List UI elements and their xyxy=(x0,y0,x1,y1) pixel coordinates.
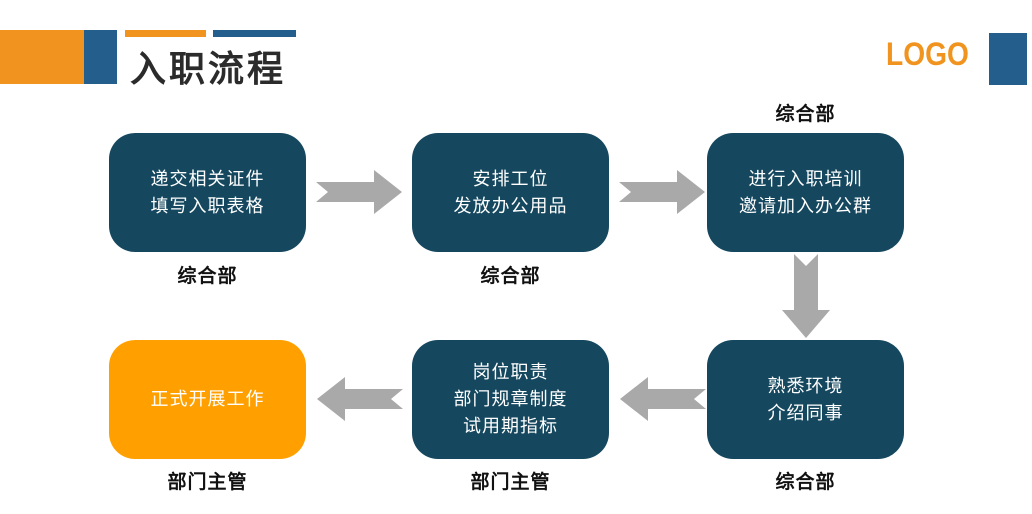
page-title: 入职流程 xyxy=(130,49,287,89)
flow-step-1-box: 递交相关证件 填写入职表格 xyxy=(109,133,306,252)
title-underline-orange xyxy=(125,30,206,37)
flow-step-6-box: 正式开展工作 xyxy=(109,340,306,459)
flow-step-2-box: 安排工位 发放办公用品 xyxy=(412,133,609,252)
flow-step-3-box: 进行入职培训 邀请加入办公群 xyxy=(707,133,904,252)
arrow-left-icon xyxy=(620,377,706,421)
flow-step-6-dept-label: 部门主管 xyxy=(167,472,248,493)
flow-step-5-box: 岗位职责 部门规章制度 试用期指标 xyxy=(412,340,609,459)
flow-step-3-dept-label: 综合部 xyxy=(775,104,836,125)
flow-step-4-box: 熟悉环境 介绍同事 xyxy=(707,340,904,459)
title-underline-blue xyxy=(213,30,296,37)
arrow-right-icon xyxy=(619,170,705,214)
arrow-right-icon xyxy=(316,170,402,214)
flow-step-4-dept-label: 综合部 xyxy=(775,472,836,493)
flow-step-1-dept-label: 综合部 xyxy=(177,266,238,287)
flow-step-5-dept-label: 部门主管 xyxy=(470,472,551,493)
arrow-left-icon xyxy=(317,377,403,421)
logo-text: LOGO xyxy=(886,36,969,72)
flow-step-2-dept-label: 综合部 xyxy=(480,266,541,287)
header-orange-rect xyxy=(0,30,84,84)
arrow-down-icon xyxy=(782,254,830,338)
header-blue-square xyxy=(84,30,117,84)
logo-blue-square xyxy=(989,33,1027,85)
